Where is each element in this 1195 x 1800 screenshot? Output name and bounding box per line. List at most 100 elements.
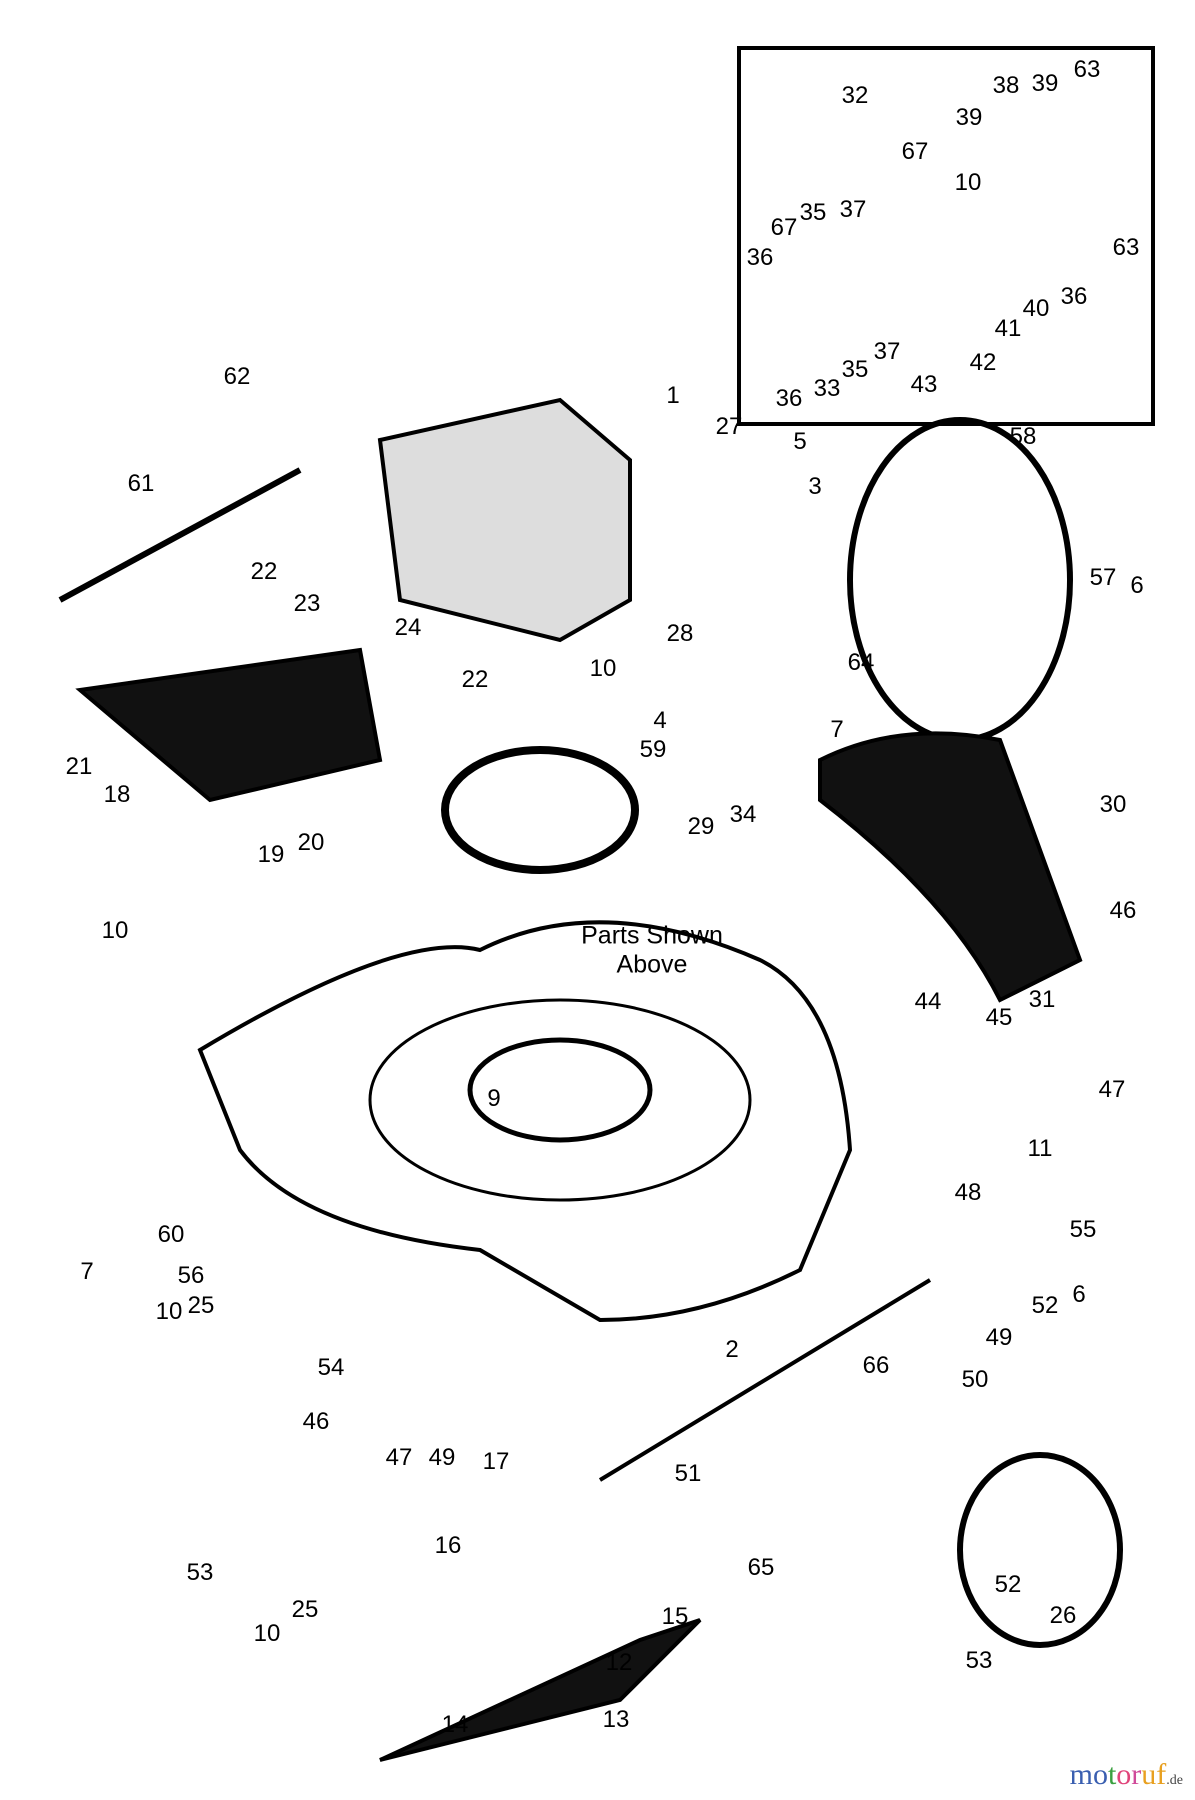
- part-label: 6: [1130, 572, 1144, 599]
- part-label: 56: [177, 1262, 205, 1289]
- part-label: 48: [954, 1179, 982, 1206]
- part-label: 53: [965, 1647, 993, 1674]
- part-label: 18: [103, 781, 131, 808]
- deck-outline: [197, 920, 853, 1323]
- part-label: 55: [1069, 1216, 1097, 1243]
- part-label: 41: [994, 315, 1022, 342]
- part-label: 47: [1098, 1076, 1126, 1103]
- part-label: 11: [1027, 1135, 1053, 1162]
- part-label: 7: [80, 1258, 94, 1285]
- part-label: 10: [101, 917, 129, 944]
- part-label: 24: [394, 614, 422, 641]
- part-label: 64: [847, 649, 875, 676]
- part-label: 10: [253, 1620, 281, 1647]
- part-label: 4: [653, 707, 667, 734]
- part-label: 42: [969, 349, 997, 376]
- part-label: 59: [639, 736, 667, 763]
- part-label: 5: [793, 428, 807, 455]
- part-label: 46: [1109, 897, 1137, 924]
- part-label: 54: [317, 1354, 345, 1381]
- part-label: 3: [808, 473, 822, 500]
- part-label: 63: [1073, 56, 1101, 83]
- part-label: 65: [747, 1554, 775, 1581]
- inset-frame: [737, 46, 1155, 426]
- part-label: 66: [862, 1352, 890, 1379]
- part-label: 9: [487, 1085, 501, 1112]
- part-label: 38: [992, 72, 1020, 99]
- part-label: 62: [223, 363, 251, 390]
- part-label: 67: [770, 214, 798, 241]
- part-label: 63: [1112, 234, 1140, 261]
- part-label: 30: [1099, 791, 1127, 818]
- part-label: 39: [955, 104, 983, 131]
- part-label: 43: [910, 371, 938, 398]
- wheel-rear: [847, 417, 1073, 743]
- part-label: 37: [839, 196, 867, 223]
- part-label: 1: [666, 382, 680, 409]
- part-label: 51: [674, 1460, 702, 1487]
- mulch-plate: [75, 647, 383, 803]
- part-label: 10: [155, 1298, 183, 1325]
- axle: [598, 1278, 932, 1482]
- part-label: 26: [1049, 1602, 1077, 1629]
- part-label: 6: [1072, 1281, 1086, 1308]
- part-label: 57: [1089, 564, 1117, 591]
- part-label: 13: [602, 1706, 630, 1733]
- part-label: 20: [297, 829, 325, 856]
- blade-mount: [467, 1037, 653, 1143]
- part-label: 25: [291, 1596, 319, 1623]
- part-label: 67: [901, 138, 929, 165]
- part-label: 10: [954, 169, 982, 196]
- part-label: 40: [1022, 295, 1050, 322]
- watermark-logo: motoruf.de: [1069, 1758, 1183, 1791]
- part-label: 46: [302, 1408, 330, 1435]
- part-label: 53: [186, 1559, 214, 1586]
- part-label: 58: [1009, 423, 1037, 450]
- part-label: 2: [725, 1336, 739, 1363]
- part-label: 36: [1060, 283, 1088, 310]
- part-label: 15: [661, 1603, 689, 1630]
- part-label: 44: [914, 988, 942, 1015]
- belt-ring: [441, 746, 639, 874]
- part-label: 35: [799, 199, 827, 226]
- part-label: 23: [293, 590, 321, 617]
- part-label: 28: [666, 620, 694, 647]
- part-label: 27: [715, 413, 743, 440]
- part-label: 31: [1028, 986, 1056, 1013]
- part-label: 45: [985, 1004, 1013, 1031]
- part-label: 34: [729, 801, 757, 828]
- part-label: 52: [1031, 1292, 1059, 1319]
- part-label: 49: [985, 1324, 1013, 1351]
- part-label: 35: [841, 356, 869, 383]
- rear-guard: [818, 731, 1083, 1003]
- rail: [58, 467, 302, 603]
- part-label: 14: [441, 1711, 469, 1738]
- part-label: 36: [746, 244, 774, 271]
- part-label: 17: [482, 1448, 510, 1475]
- part-label: 29: [687, 813, 715, 840]
- part-label: 61: [127, 470, 155, 497]
- part-label: 19: [257, 841, 285, 868]
- part-label: 25: [187, 1292, 215, 1319]
- deck-dome: [368, 998, 752, 1202]
- engine-block: [377, 397, 632, 643]
- part-label: 22: [250, 558, 278, 585]
- parts-shown-above-note: Parts Shown Above: [581, 921, 723, 979]
- part-label: 37: [873, 338, 901, 365]
- blade: [379, 1618, 702, 1762]
- part-label: 16: [434, 1532, 462, 1559]
- part-label: 12: [605, 1649, 633, 1676]
- part-label: 39: [1031, 70, 1059, 97]
- wheel-front: [957, 1452, 1123, 1648]
- part-label: 52: [994, 1571, 1022, 1598]
- part-label: 32: [841, 82, 869, 109]
- part-label: 33: [813, 375, 841, 402]
- part-label: 7: [830, 716, 844, 743]
- part-label: 10: [589, 655, 617, 682]
- part-label: 36: [775, 385, 803, 412]
- part-label: 47: [385, 1444, 413, 1471]
- part-label: 22: [461, 666, 489, 693]
- part-label: 21: [65, 753, 93, 780]
